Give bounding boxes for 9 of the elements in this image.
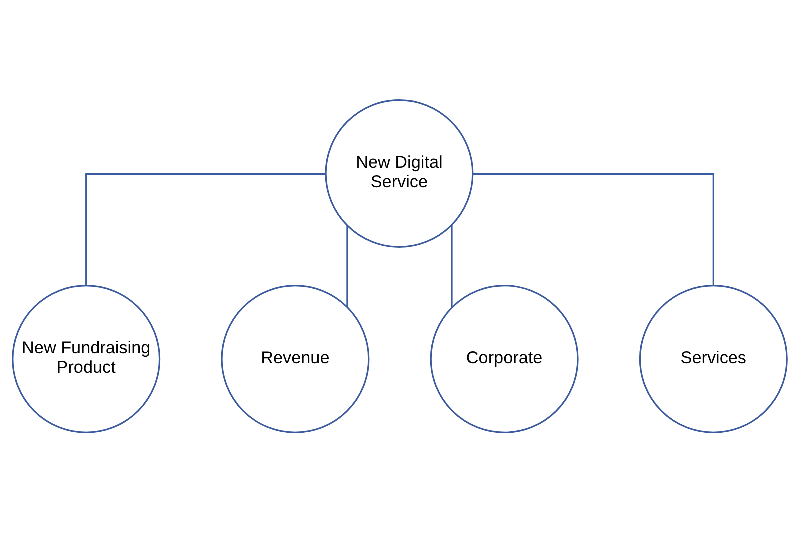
connector — [86, 173, 326, 286]
node-circle: New Fundraising Product — [12, 285, 161, 434]
node-circle: Services — [639, 285, 788, 434]
node-circle: New Digital Service — [325, 99, 474, 248]
connector — [473, 173, 714, 286]
connector — [451, 225, 453, 308]
node-circle: Revenue — [221, 285, 370, 434]
node-circle: Corporate — [430, 285, 579, 434]
connector — [346, 226, 348, 308]
